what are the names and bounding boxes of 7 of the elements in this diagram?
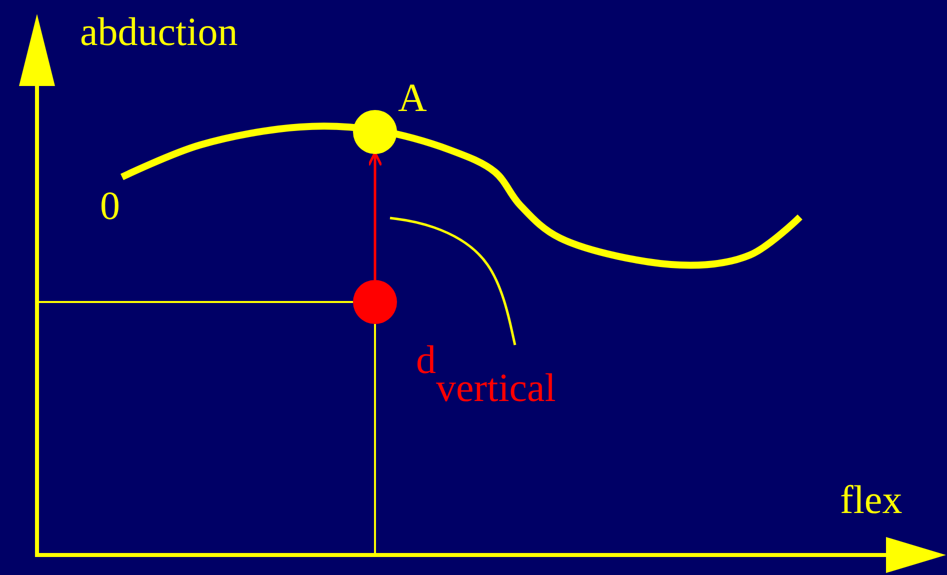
point-marker [353, 280, 397, 324]
axis-label: abduction [80, 12, 238, 52]
leader-line [390, 216, 516, 346]
axis-label: flex [840, 480, 902, 520]
axis-label: 0 [100, 186, 120, 226]
point-label: A [398, 78, 427, 118]
arrow [368, 152, 382, 280]
